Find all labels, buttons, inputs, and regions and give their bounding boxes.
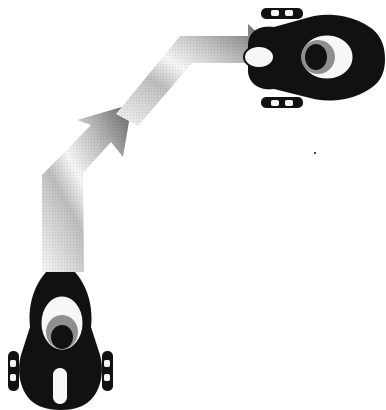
vehicle-start-wheel-left-highlight-2 [10,374,16,381]
bent-arrow-icon [42,24,275,272]
vehicle-start-cockpit-core [51,325,73,349]
top-down-vehicle-icon-start [8,272,113,410]
vehicle-start-wheel-right-highlight-2 [104,374,110,381]
vehicle-end-wheel-bottom [261,97,303,108]
vehicle-start-front-bar [52,367,68,405]
vehicle-end-wheel-bottom-highlight [271,100,279,106]
top-down-vehicle-icon-end [244,8,385,108]
decorative-dot [314,152,316,154]
path-arrow-texture [42,24,275,272]
vehicle-start-wheel-right [102,351,113,391]
vehicle-start-wheel-right-highlight [104,360,110,367]
vehicle-end-cockpit-core [305,44,327,70]
vehicle-end-front-hub [244,46,274,68]
vehicle-end-wheel-top [261,8,303,19]
vehicle-end-wheel-top-highlight-2 [285,10,293,16]
vehicle-start-wheel-left-highlight [10,360,16,367]
vehicle-end-wheel-top-highlight [271,10,279,16]
vehicle-end-wheel-bottom-highlight-2 [285,100,293,106]
vehicle-start-wheel-left [8,351,19,391]
